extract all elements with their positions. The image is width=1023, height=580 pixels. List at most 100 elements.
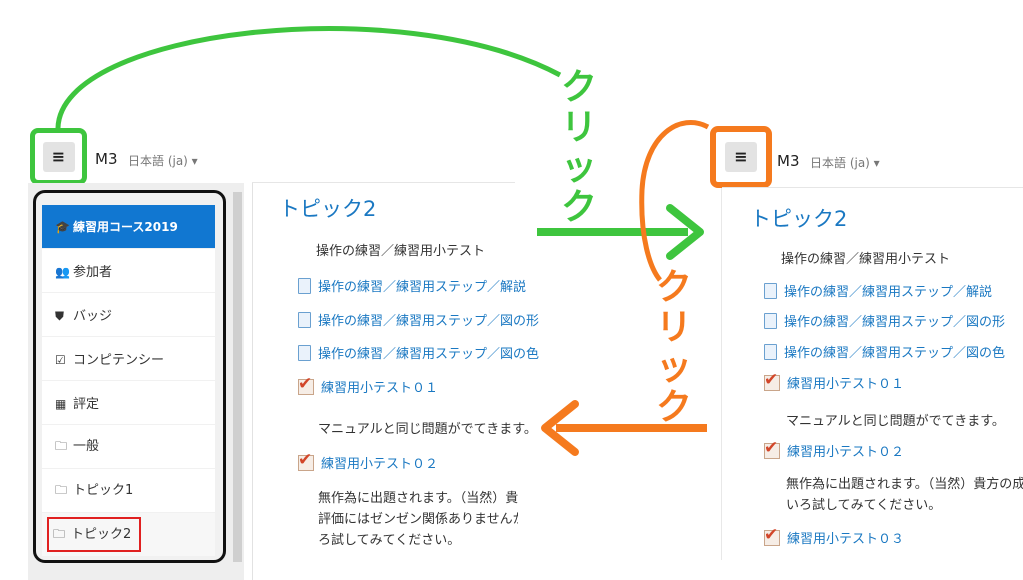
green-click-label: ク リ ッ ク — [556, 68, 602, 228]
left-menu-toggle-button[interactable]: ≡ — [42, 141, 75, 172]
left-quiz-2-desc-line-3: ろ試してみてください。 — [318, 533, 461, 548]
hamburger-icon: ≡ — [734, 147, 748, 166]
sidebar-item-6[interactable]: 🗀 一般 — [42, 425, 215, 468]
left-topic-intro: 操作の練習／練習用小テスト — [316, 244, 486, 259]
left-quiz-link-2-label: 練習用小テスト０２ — [321, 457, 439, 472]
left-nav-drawer: 🎓練習用コース2019👥参加者⛊バッジ☑コンピテンシー▦評定🗀一般🗀トピック1🗀… — [33, 190, 226, 563]
green-click-char-3: ッ — [560, 147, 597, 188]
left-quiz-2-desc-line-1: 無作為に出題されます。（当然）貴方の — [318, 491, 518, 506]
sidebar-item-content: 🎓練習用コース2019 — [55, 218, 178, 235]
orange-click-char-4: ク — [655, 387, 692, 428]
right-left-edge — [721, 188, 722, 560]
folder-icon: 🗀 — [53, 527, 66, 541]
orange-click-label: ク リ ッ ク — [651, 268, 697, 428]
sidebar-item-content: ▦ 評定 — [55, 393, 99, 412]
right-quiz-2-description: 無作為に出題されます。（当然）貴方の成績評価 いろ試してみてください。 — [786, 474, 1023, 516]
right-quiz-link-3[interactable]: 練習用小テスト０３ — [764, 525, 905, 547]
left-sidebar-scrollbar[interactable] — [233, 192, 242, 562]
left-page-link-1-label: 操作の練習／練習用ステップ／解説 — [318, 280, 527, 295]
hamburger-icon: ≡ — [51, 146, 66, 166]
sidebar-item-1[interactable]: 🎓練習用コース2019 — [42, 205, 215, 248]
green-click-char-2: リ — [560, 107, 597, 148]
right-header-divider — [722, 187, 1023, 188]
orange-arrow-head — [541, 400, 579, 456]
right-quiz-2-desc-line-2: いろ試してみてください。 — [786, 498, 942, 513]
left-quiz-link-1[interactable]: 練習用小テスト０１ — [298, 374, 439, 396]
left-page-link-2-label: 操作の練習／練習用ステップ／図の形 — [318, 314, 540, 329]
right-course-short-name: M3 — [777, 152, 800, 170]
left-menu-toggle-highlight: ≡ — [30, 128, 87, 185]
sidebar-item-label: 練習用コース2019 — [73, 220, 178, 234]
left-course-short-name: M3 — [95, 150, 118, 168]
sidebar-item-label: 評定 — [73, 397, 100, 412]
left-header-divider — [252, 182, 515, 183]
left-quiz-2-desc-line-2: 評価にはゼンゼン関係ありませんから — [318, 512, 518, 527]
right-quiz-link-1-label: 練習用小テスト０１ — [787, 377, 905, 392]
right-quiz-link-1[interactable]: 練習用小テスト０１ — [764, 370, 905, 392]
left-page-link-1[interactable]: 操作の練習／練習用ステップ／解説 — [298, 276, 526, 295]
right-page-link-3[interactable]: 操作の練習／練習用ステップ／図の色 — [764, 342, 1005, 361]
sidebar-item-7[interactable]: 🗀 トピック1 — [42, 469, 215, 512]
right-topic-title: トピック2 — [750, 207, 848, 231]
right-menu-toggle-button[interactable]: ≡ — [725, 142, 757, 172]
left-quiz-link-2[interactable]: 練習用小テスト０２ — [298, 450, 439, 472]
sidebar-item-8[interactable]: 🗀 トピック2 — [42, 513, 215, 556]
page-icon — [764, 282, 777, 299]
right-language-menu[interactable]: 日本語 (ja) ▾ — [810, 156, 880, 170]
right-quiz-2-desc-line-1: 無作為に出題されます。（当然）貴方の成績評価 — [786, 477, 1023, 492]
folder-icon: 🗀 — [55, 483, 68, 497]
sidebar-item-content: 🗀 一般 — [55, 435, 99, 458]
page-icon — [298, 277, 311, 294]
right-quiz-link-3-label: 練習用小テスト０３ — [787, 532, 905, 547]
left-language-menu[interactable]: 日本語 (ja) ▾ — [128, 154, 198, 168]
folder-icon: 🗀 — [55, 439, 68, 453]
quiz-checkmark-icon — [298, 374, 314, 395]
right-quiz-link-2[interactable]: 練習用小テスト０２ — [764, 438, 904, 460]
right-page-link-3-label: 操作の練習／練習用ステップ／図の色 — [784, 346, 1006, 361]
sidebar-item-3[interactable]: ⛊バッジ — [42, 293, 215, 336]
green-curve — [55, 26, 562, 129]
sidebar-item-label: バッジ — [73, 309, 113, 324]
page-icon — [764, 312, 777, 329]
right-page-link-1[interactable]: 操作の練習／練習用ステップ／解説 — [764, 281, 992, 300]
quiz-checkmark-icon — [298, 450, 314, 471]
sidebar-item-label: トピック1 — [73, 483, 134, 498]
right-quiz-1-description: マニュアルと同じ問題がでてきます。 — [786, 414, 1005, 429]
left-content-divider — [252, 183, 253, 580]
page-icon — [298, 311, 311, 328]
sidebar-item-content: 🗀 トピック1 — [55, 479, 133, 502]
left-quiz-2-description: 無作為に出題されます。（当然）貴方の 評価にはゼンゼン関係ありませんから ろ試し… — [318, 488, 518, 551]
graduation-cap-icon: 🎓 — [55, 220, 70, 234]
right-page-link-2[interactable]: 操作の練習／練習用ステップ／図の形 — [764, 311, 1005, 330]
sidebar-item-label: トピック2 — [71, 527, 132, 542]
sidebar-item-4[interactable]: ☑ コンピテンシー — [42, 337, 215, 380]
sidebar-item-label: 一般 — [73, 439, 100, 454]
quiz-checkmark-icon — [764, 370, 780, 391]
sidebar-item-label: コンピテンシー — [73, 353, 165, 368]
table-icon: ▦ — [55, 397, 67, 411]
right-menu-toggle-highlight: ≡ — [710, 126, 772, 188]
orange-click-char-1: ク — [655, 267, 692, 308]
checkbox-icon: ☑ — [55, 353, 66, 367]
right-page-link-1-label: 操作の練習／練習用ステップ／解説 — [784, 285, 993, 300]
left-page-link-3-label: 操作の練習／練習用ステップ／図の色 — [318, 347, 540, 362]
page-icon — [298, 344, 311, 361]
left-quiz-link-1-label: 練習用小テスト０１ — [321, 381, 439, 396]
sidebar-item-label: 参加者 — [73, 265, 113, 280]
left-page-link-2[interactable]: 操作の練習／練習用ステップ／図の形 — [298, 310, 539, 329]
green-click-char-1: ク — [560, 67, 597, 108]
orange-curve — [639, 120, 710, 282]
sidebar-item-5[interactable]: ▦ 評定 — [42, 381, 215, 424]
green-click-char-4: ク — [560, 187, 597, 228]
sidebar-item-2[interactable]: 👥参加者 — [42, 249, 215, 292]
left-page-link-3[interactable]: 操作の練習／練習用ステップ／図の色 — [298, 343, 539, 362]
quiz-checkmark-icon — [764, 438, 780, 459]
orange-click-char-2: リ — [655, 307, 692, 348]
users-icon: 👥 — [55, 265, 70, 279]
right-topic-intro: 操作の練習／練習用小テスト — [781, 252, 951, 267]
left-topic-title: トピック2 — [279, 197, 377, 221]
left-quiz-1-description: マニュアルと同じ問題がでてきます。 — [318, 422, 537, 437]
orange-click-char-3: ッ — [655, 347, 692, 388]
quiz-checkmark-icon — [764, 525, 780, 546]
